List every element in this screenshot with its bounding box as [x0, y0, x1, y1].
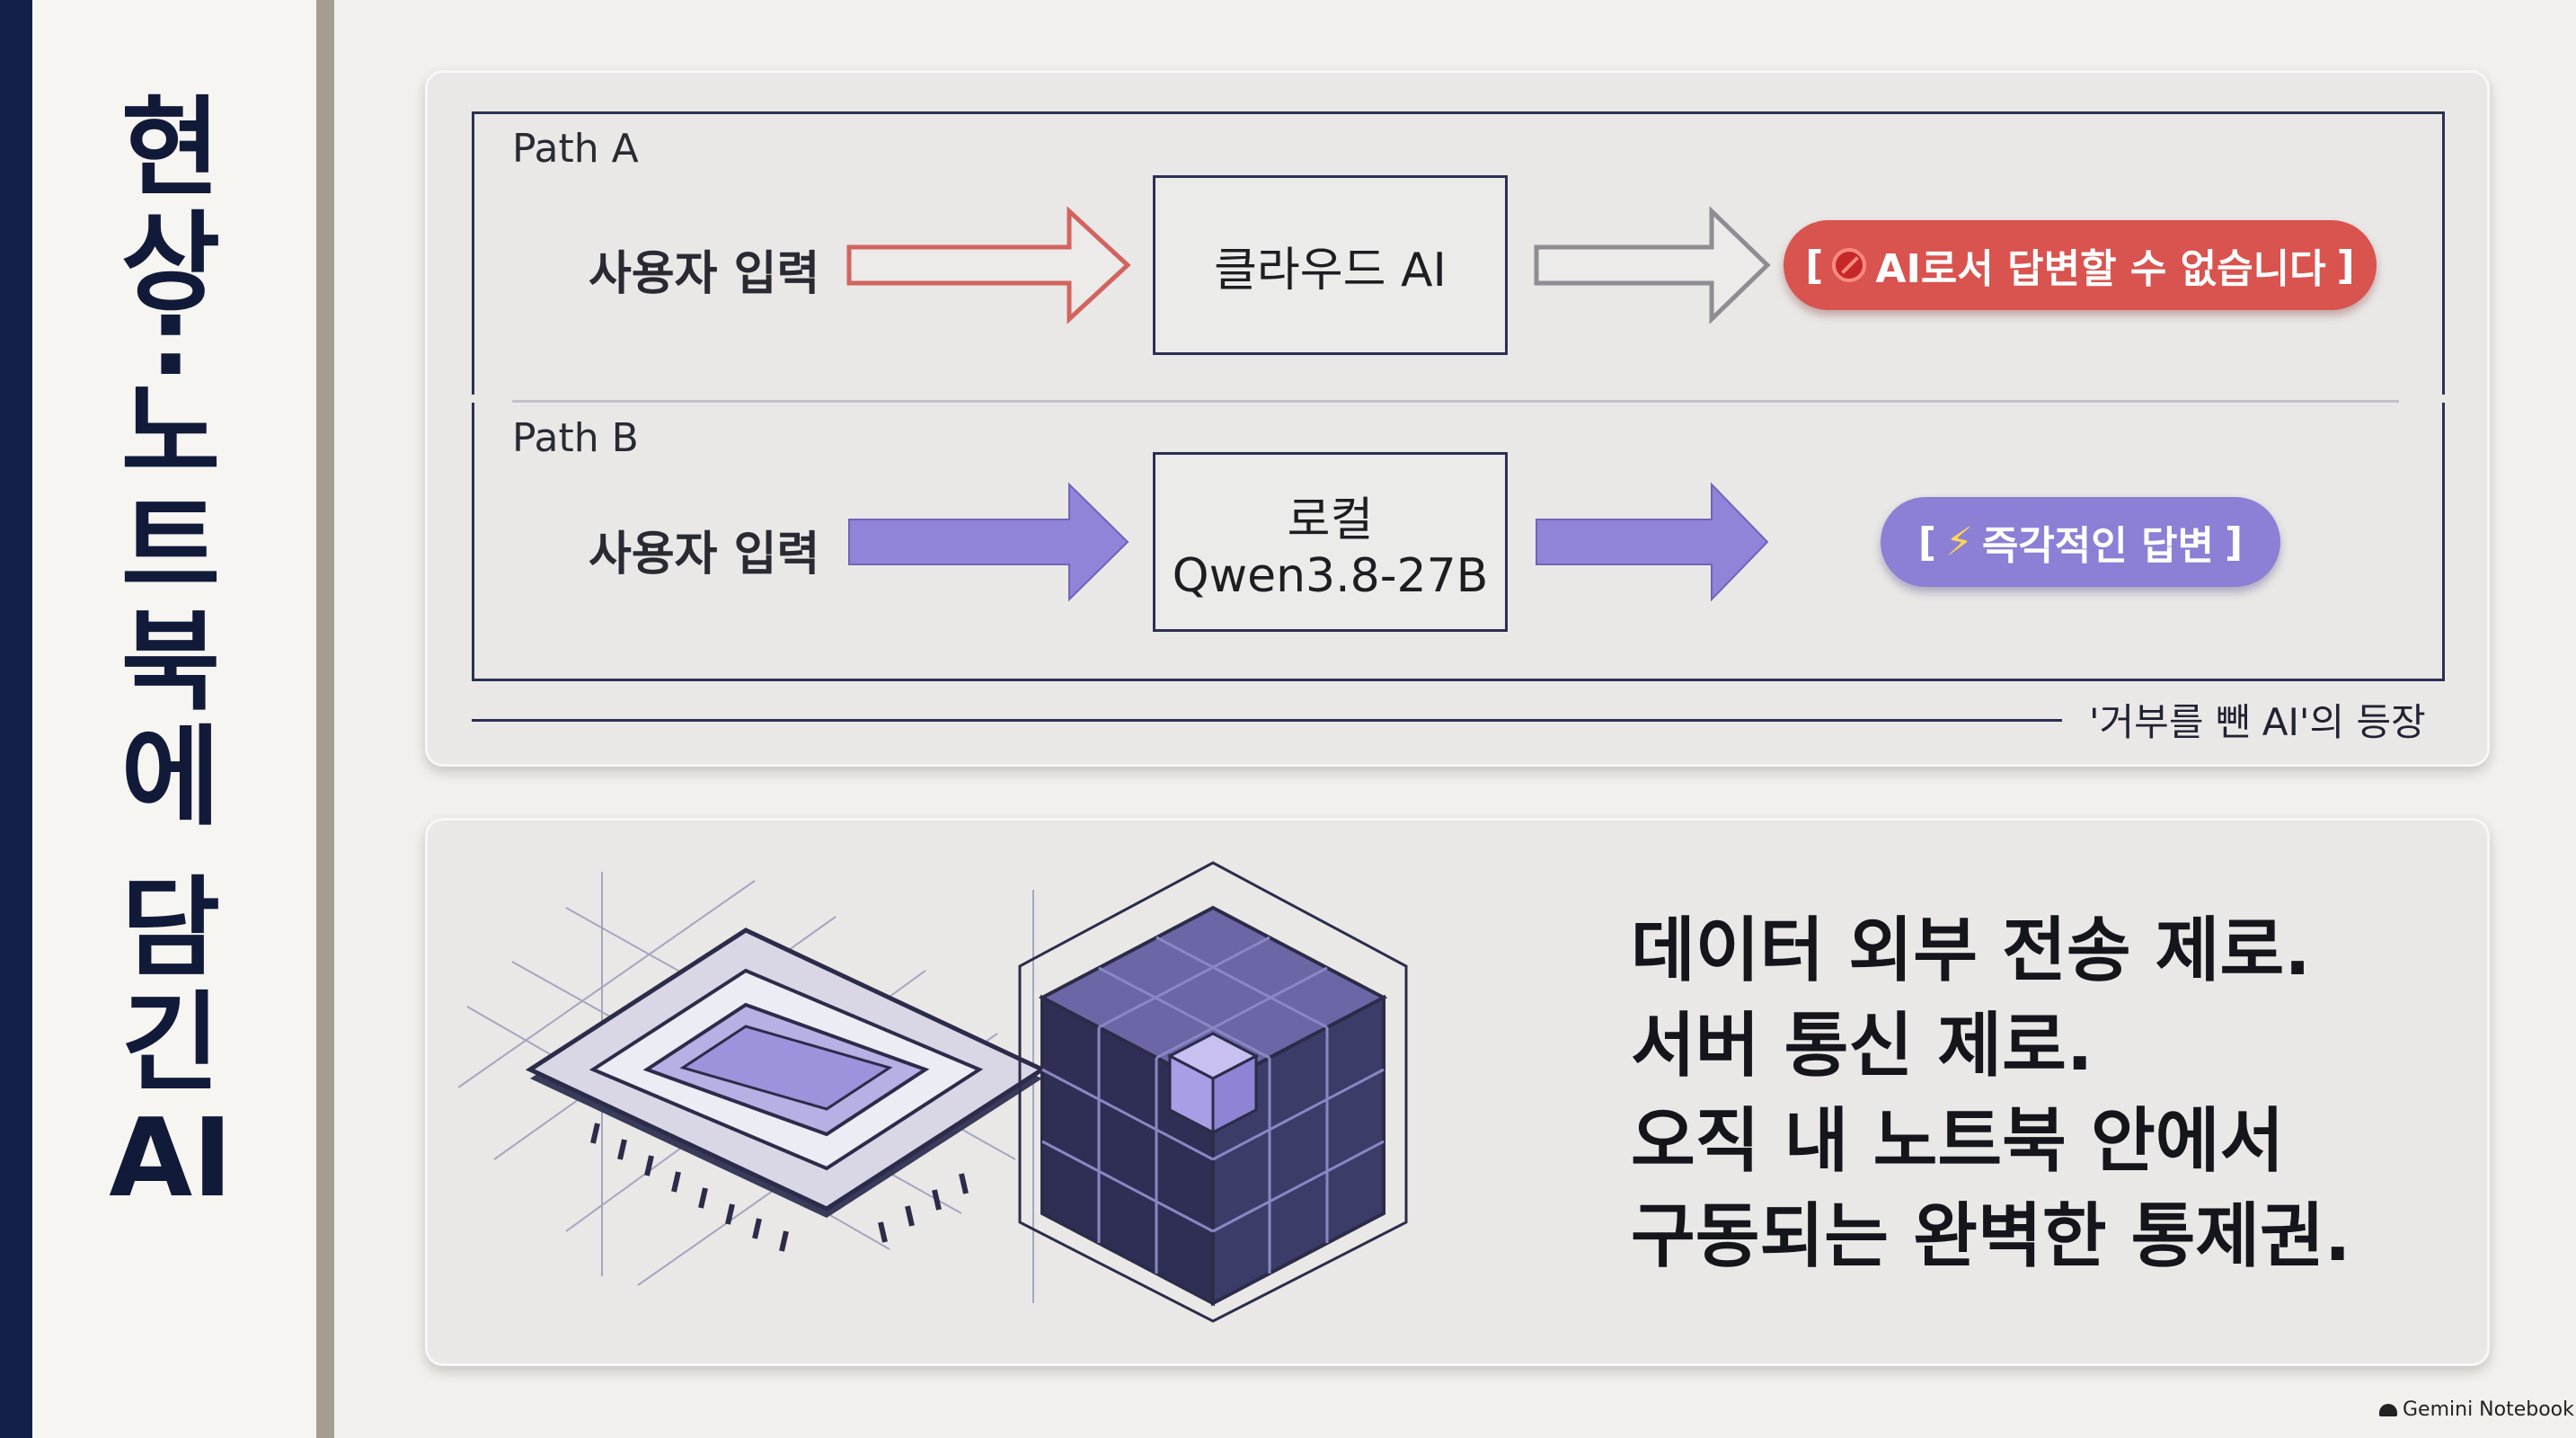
title-char: 긴 — [120, 981, 221, 1106]
brand-watermark: Gemini Notebook — [2379, 1398, 2574, 1421]
refusal-text: AI로서 답변할 수 없습니다 — [1875, 246, 2326, 292]
vertical-divider — [316, 0, 334, 1438]
title-char: 북 — [120, 600, 221, 725]
title-char: 노 — [120, 370, 221, 495]
title-char: 현 — [120, 86, 221, 211]
path-a-frame — [472, 111, 2445, 395]
path-a-arrow-2 — [1534, 206, 1771, 324]
statement-line: 데이터 외부 전송 제로. — [1631, 910, 2311, 991]
statement-line: 오직 내 노트북 안에서 — [1631, 1101, 2285, 1182]
chip-cube-illustration — [458, 861, 1408, 1323]
refusal-open-bracket: [ — [1805, 242, 1824, 288]
path-a-arrow-1 — [846, 206, 1131, 324]
path-b-input-label: 사용자 입력 — [589, 528, 820, 581]
title-char: 상 — [120, 201, 221, 326]
path-a-label: Path A — [512, 126, 639, 172]
statement-line: 구동되는 완벽한 통제권. — [1631, 1196, 2351, 1277]
privacy-statement: 데이터 외부 전송 제로. 서버 통신 제로. 오직 내 노트북 안에서 구동되… — [1631, 903, 2351, 1284]
title-char: 에 — [120, 715, 221, 840]
answer-close-bracket: ] — [2225, 519, 2244, 565]
caption-rule — [472, 719, 2062, 722]
title-panel — [32, 0, 316, 1438]
statement-line: 서버 통신 제로. — [1631, 1006, 2094, 1087]
path-b-label: Path B — [512, 415, 639, 461]
left-accent-bar — [0, 0, 32, 1438]
instant-answer-badge: [ ⚡ 즉각적인 답변 ] — [1881, 497, 2280, 587]
title-char: : — [149, 275, 192, 400]
answer-text: 즉각적인 답변 — [1981, 523, 2215, 569]
brand-icon — [2379, 1403, 2397, 1416]
title-char: 트 — [120, 485, 221, 610]
answer-open-bracket: [ — [1917, 519, 1936, 565]
path-separator — [512, 400, 2399, 403]
path-b-arrow-1 — [848, 482, 1129, 602]
lightning-icon: ⚡ — [1944, 519, 1973, 565]
page-title: 현 상 : 노 트 북 에 담 긴 AI — [90, 86, 252, 1221]
refusal-badge: [ AI로서 답변할 수 없습니다 ] — [1784, 220, 2377, 310]
prohibited-icon — [1832, 248, 1867, 282]
brand-text: Gemini Notebook — [2403, 1398, 2574, 1421]
path-b-arrow-2 — [1536, 482, 1769, 602]
local-model-box: 로컬 Qwen3.8-27B — [1153, 452, 1508, 632]
caption: '거부를 뺀 AI'의 등장 — [2089, 700, 2426, 744]
path-a-input-label: 사용자 입력 — [589, 247, 820, 301]
title-char: 담 — [120, 866, 221, 991]
title-char: AI — [109, 1096, 233, 1221]
refusal-close-bracket: ] — [2336, 242, 2355, 288]
cloud-ai-box: 클라우드 AI — [1153, 175, 1508, 355]
path-b-frame — [472, 403, 2445, 681]
cloud-ai-label: 클라우드 AI — [1214, 243, 1447, 297]
model-name: Qwen3.8-27B — [1172, 548, 1489, 603]
local-label: 로컬 — [1287, 493, 1374, 547]
